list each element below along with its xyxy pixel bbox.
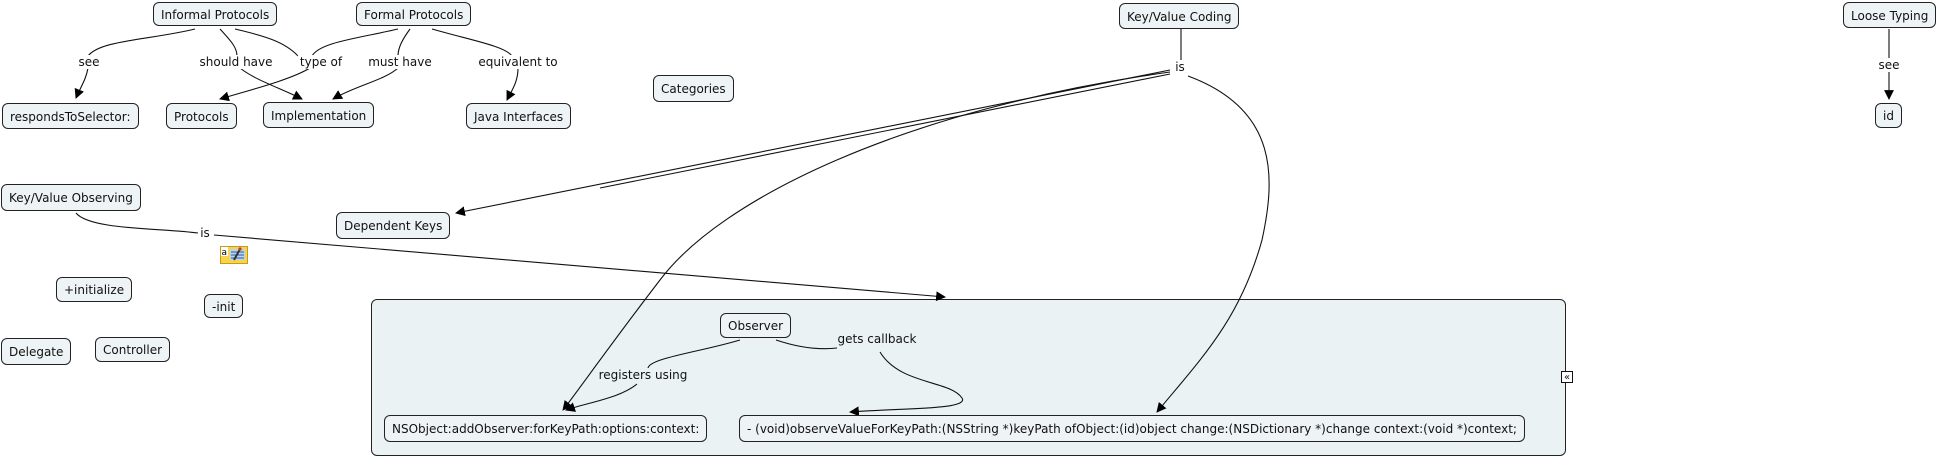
link-see-responds [74,67,89,99]
svg-text:a: a [222,248,228,258]
concept-categories[interactable]: Categories [653,75,734,102]
link-informal-typeof [234,28,299,57]
link-label-gets-callback: gets callback [835,332,919,346]
link-registers-addobserver [565,383,638,412]
link-shouldhave-impl [239,67,303,100]
concept-responds-to-selector[interactable]: respondsToSelector: [2,103,139,129]
link-label-should-have: should have [197,55,275,69]
concept-delegate[interactable]: Delegate [1,338,72,365]
link-formal-musthave [397,28,411,57]
link-is-dependentkeys [455,69,1171,217]
concept-initialize[interactable]: +initialize [56,277,133,302]
link-kvo-is [75,212,199,234]
concept-add-observer-method[interactable]: NSObject:addObserver:forKeyPath:options:… [384,415,708,442]
link-label-see-loose: see [1876,58,1902,72]
link-label-see: see [76,55,102,69]
collapse-group-button[interactable]: « [1561,371,1573,383]
link-formal-equiv [431,28,513,57]
link-callback-observevalue [849,351,963,417]
concept-informal-protocols[interactable]: Informal Protocols [153,2,278,26]
concept-controller[interactable]: Controller [95,337,171,362]
collapse-chevrons-icon: « [1563,372,1571,383]
link-is-observevalue [1156,75,1270,413]
concept-protocols[interactable]: Protocols [166,103,237,129]
link-equiv-java [506,67,519,101]
link-informal-shouldhave [219,28,238,57]
annotation-note-icon[interactable]: a [220,246,248,264]
concept-formal-protocols[interactable]: Formal Protocols [356,2,472,26]
link-typeof-protocols [219,67,311,102]
concept-key-value-observing[interactable]: Key/Value Observing [1,184,141,211]
link-label-must-have: must have [366,55,434,69]
link-observer-callback [775,339,838,350]
concept-observe-value-method[interactable]: - (void)observeValueForKeyPath:(NSString… [739,415,1525,442]
concept-init[interactable]: -init [204,294,244,318]
concept-key-value-coding[interactable]: Key/Value Coding [1119,3,1240,29]
concept-observer[interactable]: Observer [720,313,792,338]
link-label-registers-using: registers using [596,368,690,382]
link-is-addobserver [562,71,1171,411]
link-informal-see [87,28,196,57]
link-observer-registers [647,339,741,369]
concept-loose-typing[interactable]: Loose Typing [1843,2,1937,28]
concept-id[interactable]: id [1875,103,1902,128]
link-musthave-impl [332,67,399,100]
link-label-equivalent-to: equivalent to [476,55,560,69]
link-formal-typeof [311,28,399,57]
link-label-type-of: type of [297,55,345,69]
link-is-group [213,234,946,302]
link-label-is-kvo: is [198,226,212,240]
link-label-is-kvc: is [1173,60,1187,74]
concept-java-interfaces[interactable]: Java Interfaces [466,103,572,129]
concept-implementation[interactable]: Implementation [263,102,375,128]
concept-dependent-keys[interactable]: Dependent Keys [336,212,451,239]
